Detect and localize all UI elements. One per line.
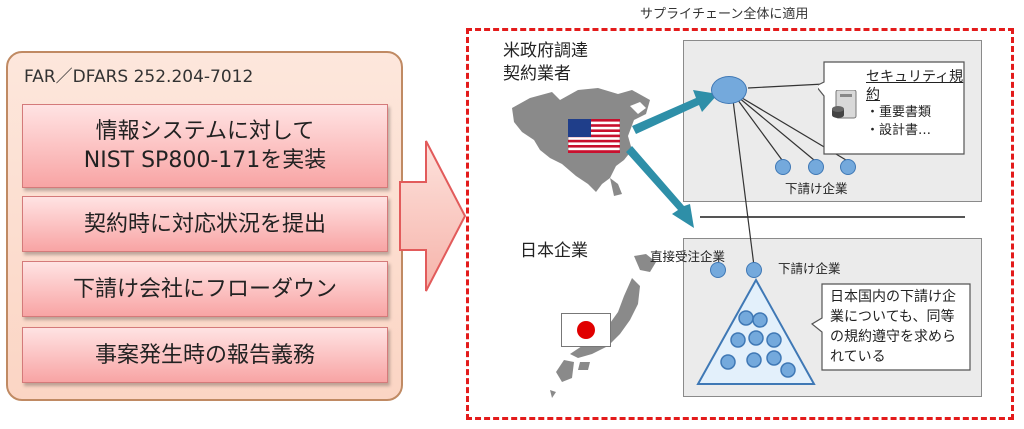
requirement-line: 下請け会社にフローダウン	[72, 276, 337, 302]
big-right-arrow	[399, 140, 467, 292]
separator-line	[700, 216, 965, 218]
japan-top-subcontractor-node	[746, 262, 762, 278]
us-contractor-label: 米政府調達 契約業者	[503, 41, 588, 84]
us-subcontractor-node	[808, 159, 824, 175]
us-flag-icon	[568, 119, 620, 153]
scope-label: サプライチェーン全体に適用	[640, 7, 809, 22]
requirement-line: 契約時に対応状況を提出	[83, 211, 326, 237]
security-callout-shape	[818, 61, 965, 155]
us-contractor-node	[711, 76, 747, 104]
requirement-line: 事案発生時の報告義務	[94, 342, 315, 368]
callout-bullet: ・設計書…	[866, 123, 932, 138]
requirement-submit-status: 契約時に対応状況を提出	[22, 196, 388, 252]
japan-flag-icon	[561, 313, 611, 347]
direct-contractor-node	[710, 262, 726, 278]
requirement-flowdown: 下請け会社にフローダウン	[22, 261, 388, 317]
requirement-incident-report: 事案発生時の報告義務	[22, 327, 388, 383]
japan-company-label: 日本企業	[520, 241, 588, 261]
callout-line: れている	[830, 349, 886, 365]
japan-callout-shape	[810, 283, 971, 371]
requirement-line: 情報システムに対して	[95, 119, 315, 144]
arrow-to-direct-contractor	[626, 146, 694, 228]
supply-chain-scope	[466, 28, 1014, 420]
security-callout: セキュリティ規約 ・重要書類 ・設計書…	[866, 68, 966, 140]
requirement-line: NIST SP800-171を実装	[83, 148, 327, 173]
subcontractor-pyramid	[696, 278, 816, 385]
japan-subcontractor-label: 下請け企業	[778, 261, 841, 276]
arrow-to-us-contractor	[632, 90, 718, 134]
callout-line: の規約遵守を求めら	[830, 329, 956, 345]
server-icon	[832, 90, 857, 119]
us-subcontractor-node	[775, 159, 791, 175]
callout-bullet: ・重要書類	[866, 105, 932, 120]
flow-arrows	[626, 90, 718, 228]
callout-line: 業についても、同等	[830, 309, 955, 325]
callout-line: 日本国内の下請け企	[830, 289, 956, 305]
us-subcontractor-node	[840, 159, 856, 175]
requirement-nist-implementation: 情報システムに対して NIST SP800-171を実装	[22, 104, 388, 188]
direct-contractor-label: 直接受注企業	[650, 249, 726, 264]
security-callout-title: セキュリティ規約	[866, 69, 964, 103]
regulation-title: FAR／DFARS 252.204-7012	[24, 67, 254, 87]
us-subcontractor-label: 下請け企業	[785, 181, 848, 196]
japan-callout: 日本国内の下請け企 業についても、同等 の規約遵守を求めら れている	[830, 287, 970, 367]
